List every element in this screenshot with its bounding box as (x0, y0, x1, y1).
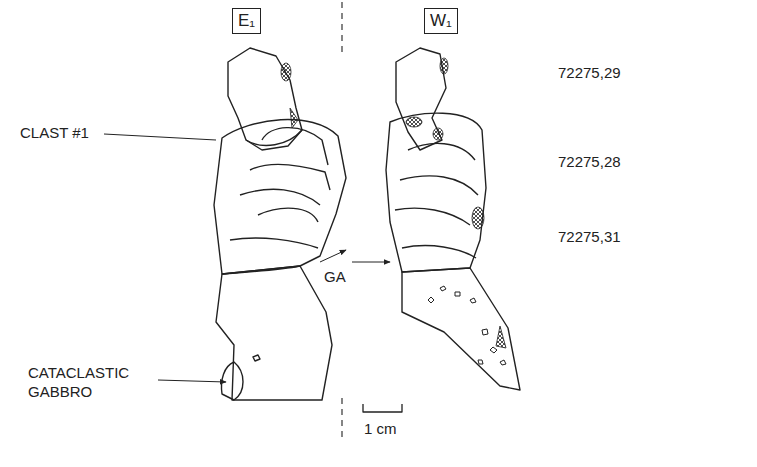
slab-28-west (386, 113, 486, 272)
view-label-box: E₁ (232, 8, 261, 34)
view-label: E₁ (238, 11, 255, 31)
cataclastic-gabbro-clast (222, 362, 244, 400)
clast-label: CATACLASTIC GABBRO (28, 364, 156, 402)
sample-number: 72275,31 (558, 228, 658, 247)
sample-number: 72275,28 (558, 153, 658, 172)
slab-28-east (214, 120, 346, 274)
view-label: W₁ (430, 11, 452, 31)
view-label-box: W₁ (424, 8, 458, 34)
slab-31-west (402, 268, 520, 390)
slab-29-west (396, 48, 446, 150)
slab-29-east (228, 48, 302, 150)
sample-number: 72275,29 (558, 64, 658, 83)
slab-31-east (216, 266, 332, 400)
abbreviation-label: GA (324, 268, 354, 287)
clast-label: CLAST #1 (20, 124, 110, 143)
scale-label: 1 cm (364, 420, 414, 439)
